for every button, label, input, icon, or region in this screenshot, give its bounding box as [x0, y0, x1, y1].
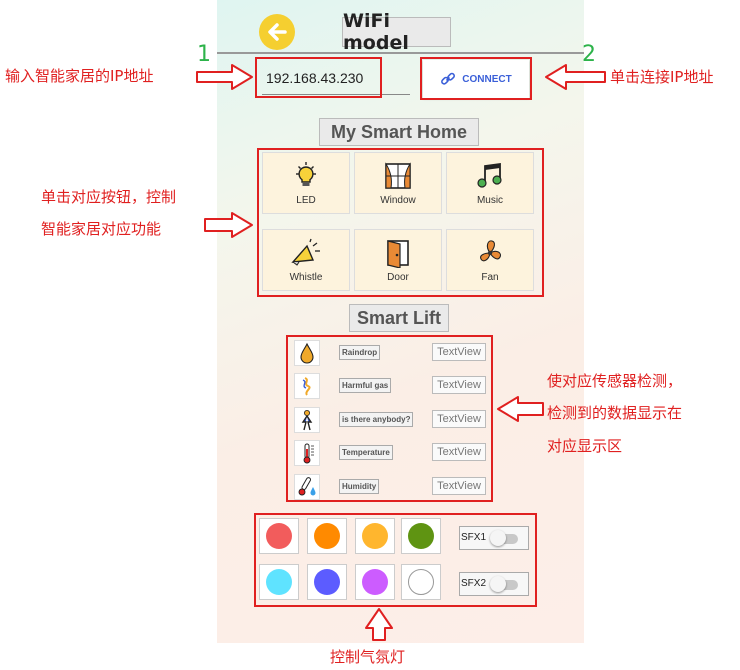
- sensors-note-line1: 使对应传感器检测，: [547, 372, 683, 390]
- whistle-button[interactable]: Whistle: [262, 229, 350, 291]
- music-note-icon: [477, 162, 502, 188]
- color-dot: [408, 523, 434, 549]
- temperature-label: Temperature: [339, 445, 393, 460]
- humidity-icon: [298, 477, 316, 496]
- gas-icon: [302, 377, 311, 396]
- fan-button[interactable]: Fan: [446, 229, 534, 291]
- whistle-label: Whistle: [289, 272, 323, 283]
- humidity-label: Humidity: [339, 479, 380, 494]
- sensors-note-line3: 对应显示区: [547, 437, 623, 455]
- door-icon: [387, 240, 409, 268]
- arrow-right-icon: [204, 212, 253, 238]
- music-button[interactable]: Music: [446, 152, 534, 214]
- person-icon: [301, 410, 313, 431]
- door-label: Door: [387, 272, 409, 283]
- sensor-row-presence: is there anybody? TextView: [293, 406, 487, 434]
- color-swatch-yellow[interactable]: [355, 518, 395, 554]
- fan-icon: [480, 240, 501, 262]
- color-dot: [408, 569, 434, 595]
- buttons-note-line1: 单击对应按钮，控制: [41, 188, 177, 206]
- arrow-left-icon: [497, 396, 544, 422]
- temperature-value: TextView: [432, 443, 486, 461]
- ip-highlight-box: [255, 57, 382, 98]
- sensor-row-raindrop: Raindrop TextView: [293, 339, 487, 367]
- sensor-row-gas: Harmful gas TextView: [293, 372, 487, 400]
- title-divider: [217, 52, 584, 54]
- window-label: Window: [380, 195, 416, 206]
- door-button[interactable]: Door: [354, 229, 442, 291]
- color-dot: [266, 569, 292, 595]
- arrow-left-icon: [545, 64, 606, 90]
- sfx1-label: SFX1: [461, 532, 487, 543]
- smart-home-title: My Smart Home: [319, 118, 479, 146]
- connect-highlight-box: [420, 57, 532, 100]
- color-swatch-red[interactable]: [259, 518, 299, 554]
- color-dot: [362, 523, 388, 549]
- lights-note: 控制气氛灯: [330, 648, 406, 666]
- sensor-row-humidity: Humidity TextView: [293, 473, 487, 501]
- led-label: LED: [296, 195, 316, 206]
- color-swatch-green[interactable]: [401, 518, 441, 554]
- smart-lift-title: Smart Lift: [349, 304, 449, 332]
- color-dot: [314, 569, 340, 595]
- color-dot: [266, 523, 292, 549]
- back-button[interactable]: [259, 14, 295, 50]
- sensors-note-line2: 检测到的数据显示在: [547, 404, 683, 422]
- connect-note: 单击连接IP地址: [610, 68, 714, 86]
- raindrop-value: TextView: [432, 343, 486, 361]
- music-label: Music: [476, 195, 504, 206]
- raindrop-icon: [300, 342, 314, 364]
- ip-address-input[interactable]: 192.168.43.230: [262, 61, 410, 95]
- presence-label: is there anybody?: [339, 412, 414, 427]
- sfx2-switch[interactable]: SFX2: [459, 572, 529, 596]
- led-button[interactable]: LED: [262, 152, 350, 214]
- sensor-row-temperature: Temperature TextView: [293, 439, 487, 467]
- buttons-highlight-box: [257, 148, 544, 297]
- presence-value: TextView: [432, 410, 486, 428]
- sfx1-knob[interactable]: [490, 530, 506, 546]
- arrow-right-icon: [196, 64, 253, 90]
- arrow-up-icon: [365, 608, 393, 641]
- color-swatch-cyan[interactable]: [259, 564, 299, 600]
- gas-label: Harmful gas: [339, 378, 392, 393]
- step-number-1: 1: [197, 42, 211, 67]
- ip-note: 输入智能家居的IP地址: [5, 67, 154, 85]
- window-button[interactable]: Window: [354, 152, 442, 214]
- link-icon: [441, 72, 456, 85]
- megaphone-icon: [291, 238, 320, 266]
- sensors-highlight-box: [286, 335, 493, 502]
- raindrop-label: Raindrop: [339, 345, 381, 360]
- sfx2-label: SFX2: [461, 578, 487, 589]
- lights-highlight-box: [254, 513, 537, 607]
- arrow-left-icon: [268, 23, 287, 41]
- connect-button[interactable]: CONNECT: [423, 60, 529, 98]
- color-swatch-orange[interactable]: [307, 518, 347, 554]
- connect-label: CONNECT: [462, 73, 512, 85]
- thermometer-icon: [303, 443, 314, 464]
- color-swatch-blue[interactable]: [307, 564, 347, 600]
- sfx2-knob[interactable]: [490, 576, 506, 592]
- color-dot: [314, 523, 340, 549]
- step-number-2: 2: [582, 42, 596, 67]
- fan-label: Fan: [481, 272, 499, 283]
- gas-value: TextView: [432, 376, 486, 394]
- color-swatch-white[interactable]: [401, 564, 441, 600]
- window-icon: [385, 162, 411, 189]
- sfx1-switch[interactable]: SFX1: [459, 526, 529, 550]
- buttons-note-line2: 智能家居对应功能: [41, 220, 162, 238]
- lightbulb-icon: [296, 162, 316, 186]
- color-swatch-purple[interactable]: [355, 564, 395, 600]
- humidity-value: TextView: [432, 477, 486, 495]
- color-dot: [362, 569, 388, 595]
